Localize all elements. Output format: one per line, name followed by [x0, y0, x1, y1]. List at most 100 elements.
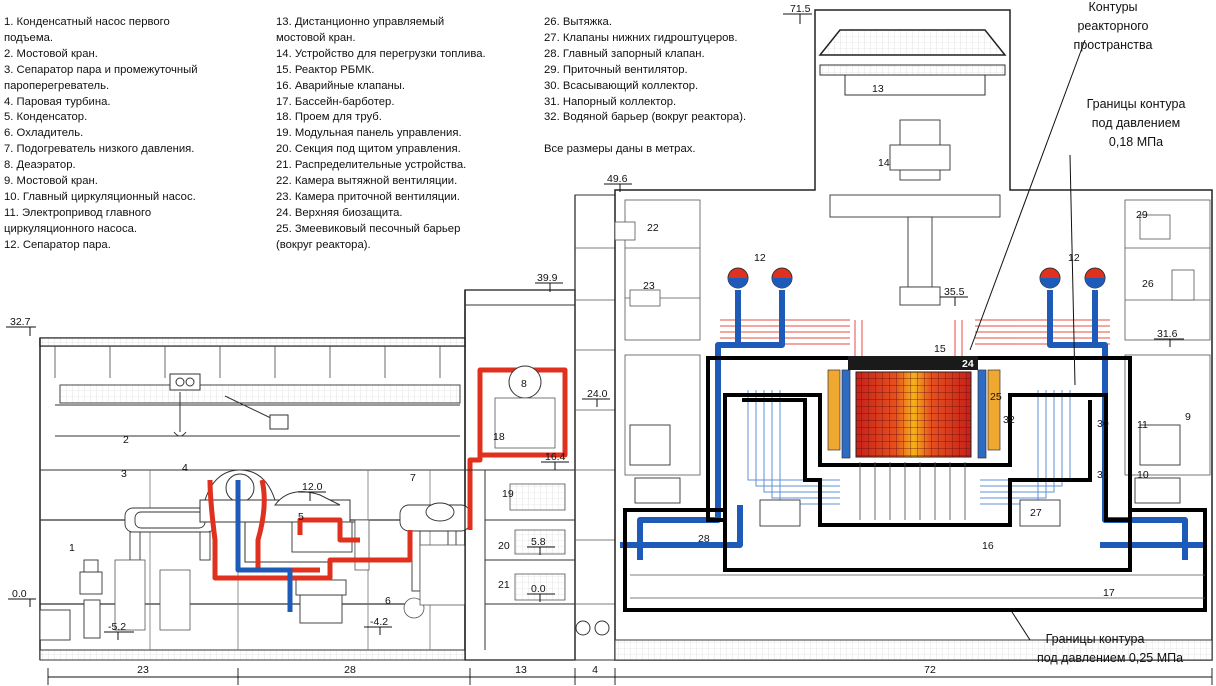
- callout-5: 5: [298, 511, 304, 523]
- callout-10: 10: [1137, 469, 1149, 481]
- callout-16: 16: [982, 540, 994, 552]
- elevation-24-0: 24.0: [587, 388, 608, 400]
- annotation-pressure-018: Границы контура под давлением 0,18 МПа: [1069, 97, 1186, 386]
- legend-line: 23. Камера приточной вентиляции.: [276, 190, 460, 203]
- legend-line: 1. Конденсатный насос первого: [4, 16, 170, 28]
- callout-18: 18: [493, 431, 505, 443]
- separator-reheater: [124, 507, 216, 561]
- elevation-minus-4-2: -4.2: [370, 616, 388, 628]
- elevation-marks: 71.5 49.6 39.9 35.5 32.7 31.6 24.0 16.4 …: [6, 3, 1184, 640]
- elevation-31-6: 31.6: [1157, 328, 1178, 340]
- elevation-0-0-left: 0.0: [12, 588, 27, 600]
- legend-line: 2. Мостовой кран.: [4, 47, 98, 60]
- legend-column-1: 1. Конденсатный насос первого подъема. 2…: [4, 15, 198, 254]
- legend-line: 27. Клапаны нижних гидроштуцеров.: [544, 31, 738, 44]
- legend-line: 28. Главный запорный клапан.: [544, 47, 705, 60]
- legend-line: 17. Бассейн-барботер.: [276, 95, 395, 108]
- callout-6: 6: [385, 595, 391, 607]
- annotation-line: Границы контура: [1046, 632, 1145, 646]
- reactor-building: [614, 9, 1213, 661]
- callout-32: 32: [1003, 414, 1015, 426]
- legend-line: 20. Секция под щитом управления.: [276, 143, 461, 156]
- turbine-hall: [39, 290, 568, 661]
- callout-28: 28: [698, 533, 710, 545]
- legend-line: 9. Мостовой кран.: [4, 175, 98, 188]
- dimension-28: 28: [344, 664, 356, 676]
- legend-line: мостовой кран.: [276, 31, 356, 44]
- elevation-0-0-mid: 0.0: [531, 583, 546, 595]
- callout-14: 14: [878, 157, 890, 169]
- legend-line: 25. Змеевиковый песочный барьер: [276, 222, 461, 235]
- elevation-16-4: 16.4: [545, 451, 566, 463]
- legend-line: 24. Верхняя биозащита.: [276, 206, 403, 219]
- elevation-12-0: 12.0: [302, 481, 323, 493]
- condensate-pump: [39, 559, 103, 641]
- legend-line: 21. Распределительные устройства.: [276, 159, 467, 172]
- annotation-line: пространства: [1074, 38, 1153, 52]
- legend-line: 32. Водяной барьер (вокруг реактора).: [544, 111, 747, 124]
- legend-line: 13. Дистанционно управляемый: [276, 16, 445, 28]
- callout-8: 8: [521, 378, 527, 390]
- legend-line: 11. Электропривод главного: [4, 206, 152, 219]
- elevation-49-6: 49.6: [607, 173, 628, 185]
- annotation-line: 0,18 МПа: [1109, 135, 1163, 149]
- legend-line: циркуляционного насоса.: [4, 222, 138, 235]
- legend-column-3: 26. Вытяжка. 27. Клапаны нижних гидрошту…: [544, 15, 746, 158]
- callout-4: 4: [182, 462, 188, 474]
- annotation-pressure-025: Границы контура под давлением 0,25 МПа: [1011, 611, 1183, 665]
- callout-26: 26: [1142, 278, 1154, 290]
- legend-line: 19. Модульная панель управления.: [276, 127, 462, 140]
- legend-line: 8. Деаэратор.: [4, 159, 76, 172]
- callout-7: 7: [410, 472, 416, 484]
- callout-13: 13: [872, 83, 884, 95]
- dimension-13: 13: [515, 664, 527, 676]
- callout-15: 15: [934, 343, 946, 355]
- steam-separators: [727, 267, 1106, 289]
- elevation-35-5: 35.5: [944, 286, 965, 298]
- callout-20: 20: [498, 540, 510, 552]
- elevation-71-5: 71.5: [790, 3, 811, 15]
- callout-11: 11: [1137, 419, 1148, 431]
- legend-line: 18. Проем для труб.: [276, 111, 382, 124]
- annotation-line: реакторного: [1077, 19, 1148, 33]
- elevation-5-8: 5.8: [531, 536, 546, 548]
- pressure-boundary-025: [623, 398, 1207, 612]
- legend-line: Все размеры даны в метрах.: [544, 143, 696, 156]
- legend-line: 15. Реактор РБМК.: [276, 63, 375, 76]
- annotation-line: Границы контура: [1087, 97, 1186, 111]
- legend-line: (вокруг реактора).: [276, 238, 371, 251]
- callout-25: 25: [990, 391, 1002, 403]
- callout-23: 23: [643, 280, 655, 292]
- legend-line: 5. Конденсатор.: [4, 111, 88, 124]
- legend-line: 16. Аварийные клапаны.: [276, 79, 406, 92]
- legend-line: 26. Вытяжка.: [544, 16, 612, 28]
- callout-12a: 12: [754, 252, 766, 264]
- legend-line: 30. Всасывающий коллектор.: [544, 79, 699, 92]
- callout-22: 22: [647, 222, 659, 234]
- callout-1: 1: [69, 542, 75, 554]
- callout-24: 24: [962, 358, 974, 370]
- dimension-4: 4: [592, 664, 598, 676]
- callout-27: 27: [1030, 507, 1042, 519]
- annotation-line: под давлением 0,25 МПа: [1037, 651, 1183, 665]
- legend-line: 10. Главный циркуляционный насос.: [4, 190, 196, 203]
- steam-pipes: [207, 367, 568, 581]
- legend-line: 14. Устройство для перегрузки топлива.: [276, 47, 486, 60]
- annotation-reactor-space: Контуры реакторного пространства: [969, 0, 1153, 351]
- legend-line: 4. Паровая турбина.: [4, 95, 111, 108]
- callout-3: 3: [121, 468, 127, 480]
- annotation-line: Контуры: [1088, 0, 1137, 14]
- callout-2: 2: [123, 434, 129, 446]
- annotation-line: под давлением: [1092, 116, 1181, 130]
- dimension-23: 23: [137, 664, 149, 676]
- rbmk-reactor-core: [855, 371, 972, 458]
- legend-column-2: 13. Дистанционно управляемый мостовой кр…: [276, 15, 486, 254]
- callout-12b: 12: [1068, 252, 1080, 264]
- refuelling-machine: [829, 119, 1001, 306]
- callout-29: 29: [1136, 209, 1148, 221]
- elevation-39-9: 39.9: [537, 272, 558, 284]
- legend-line: 12. Сепаратор пара.: [4, 238, 111, 251]
- callout-31: 31: [1097, 469, 1109, 481]
- legend-line: 3. Сепаратор пара и промежуточный: [4, 63, 198, 76]
